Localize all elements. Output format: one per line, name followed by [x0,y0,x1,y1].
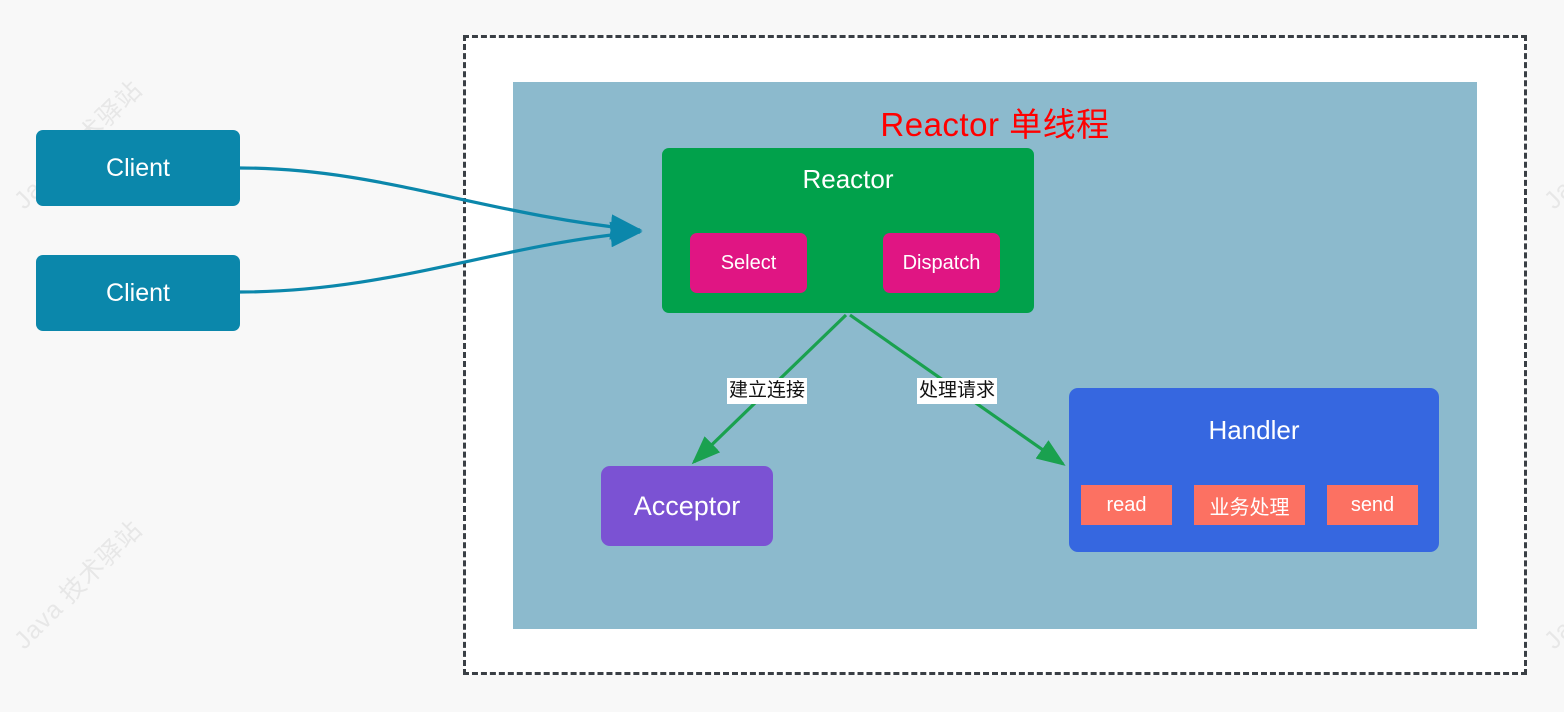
handler-chip-read[interactable]: read [1081,485,1172,525]
acceptor-node[interactable]: Acceptor [601,466,773,546]
watermark-text: Java 技术驿站 [1538,515,1564,655]
watermark-text: Java 技术驿站 [1538,75,1564,215]
client-node-1[interactable]: Client [36,130,240,206]
edge-label-establish-connection: 建立连接 [727,378,808,404]
select-chip[interactable]: Select [690,233,807,293]
handler-chip-send[interactable]: send [1327,485,1418,525]
handler-label: Handler [1208,415,1300,445]
edge-label-handle-request: 处理请求 [917,378,998,404]
page-title: Reactor 单线程 [880,106,1110,143]
client-node-2[interactable]: Client [36,255,240,331]
watermark-text: Java 技术驿站 [8,515,148,655]
reactor-label: Reactor [802,164,894,194]
handler-chip-business[interactable]: 业务处理 [1194,485,1305,525]
dispatch-chip[interactable]: Dispatch [883,233,1000,293]
handler-node[interactable]: Handler read 业务处理 send [1069,388,1439,552]
reactor-node[interactable]: Reactor Select Dispatch [662,148,1034,313]
reactor-panel: Reactor 单线程 Reactor Select Dispatch Acce… [513,82,1477,629]
